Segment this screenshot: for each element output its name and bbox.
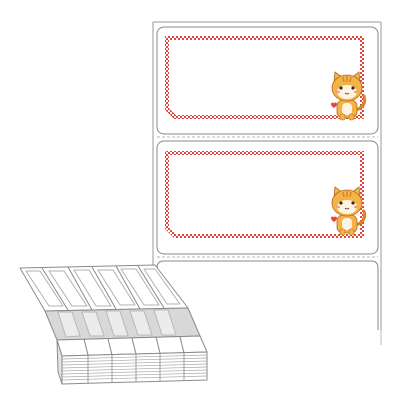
heart-icon bbox=[331, 216, 337, 222]
label-1 bbox=[156, 26, 379, 135]
cat-icon bbox=[331, 71, 367, 121]
cat-icon bbox=[331, 186, 367, 236]
label-2 bbox=[156, 140, 379, 255]
label-3-partial bbox=[156, 260, 379, 330]
fanfold-label-stack bbox=[19, 264, 208, 385]
checkered-frame bbox=[165, 36, 364, 119]
checkered-frame bbox=[165, 151, 364, 238]
heart-icon bbox=[331, 102, 337, 108]
